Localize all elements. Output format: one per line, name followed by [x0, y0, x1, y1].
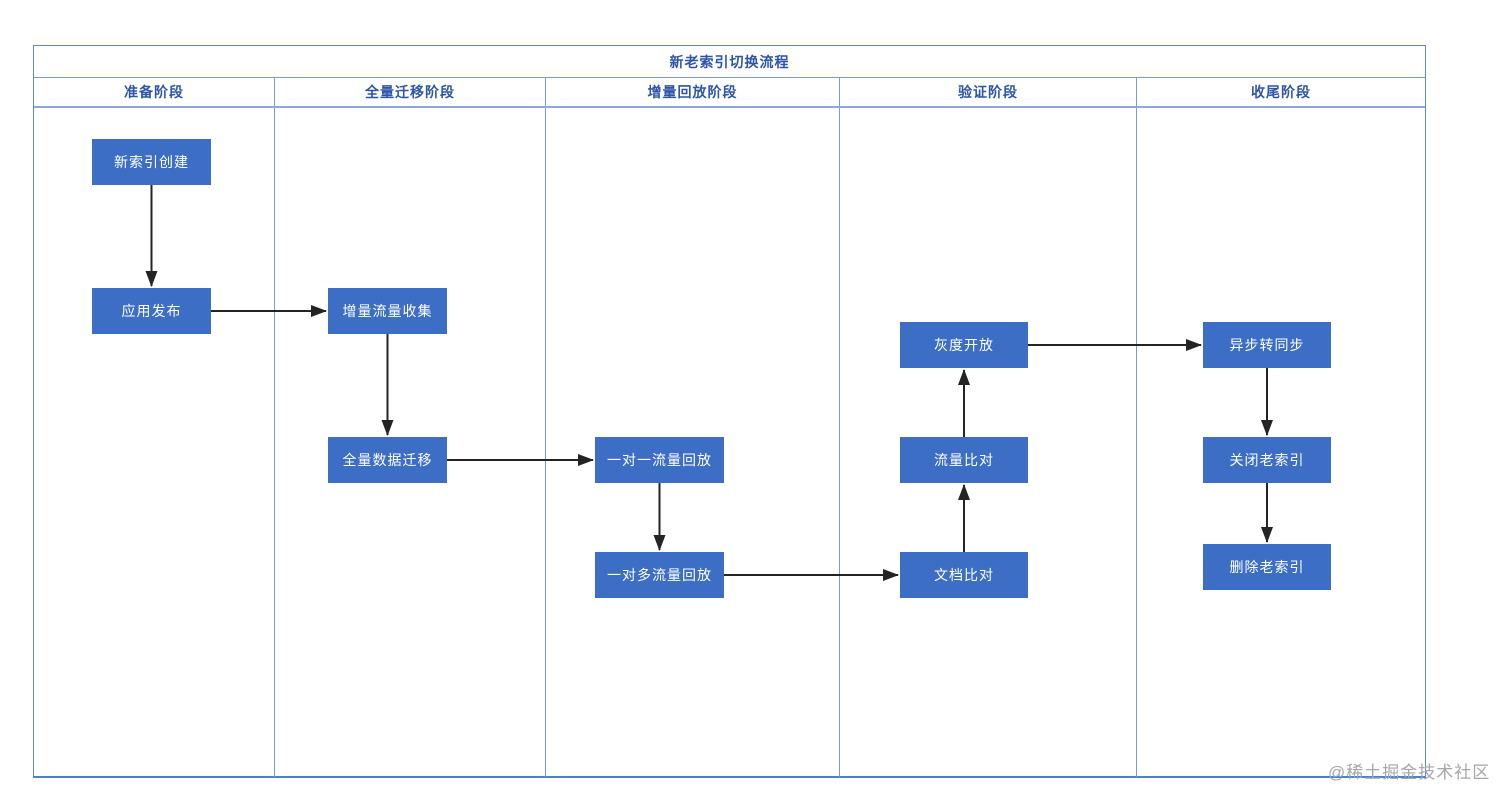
lane-separator [1136, 108, 1137, 777]
lane-header-incremental-replay: 增量回放阶段 [546, 78, 840, 106]
node-one-to-one-traffic-replay: 一对一流量回放 [595, 437, 724, 483]
lane-header-full-migration: 全量迁移阶段 [275, 78, 546, 106]
lane-separator [545, 108, 546, 777]
lane-header-wrap-up: 收尾阶段 [1251, 84, 1311, 100]
node-delete-old-index: 删除老索引 [1203, 544, 1331, 590]
lane-header-preparation: 准备阶段 [34, 78, 275, 106]
lane-body [34, 108, 1425, 777]
node-full-data-migration: 全量数据迁移 [328, 437, 447, 483]
node-incremental-traffic-collection: 增量流量收集 [328, 288, 447, 334]
lane-header-verification: 验证阶段 [840, 78, 1137, 106]
lane-separator [274, 108, 275, 777]
juejin-watermark: @稀土掘金技术社区 [1328, 763, 1491, 782]
node-document-comparison: 文档比对 [900, 552, 1028, 598]
node-close-old-index: 关闭老索引 [1203, 437, 1331, 483]
lane-separator [839, 108, 840, 777]
diagram-title: 新老索引切换流程 [34, 46, 1425, 78]
node-one-to-many-traffic-replay: 一对多流量回放 [595, 552, 724, 598]
lane-header-row: 准备阶段 全量迁移阶段 增量回放阶段 验证阶段 收尾阶段 [34, 78, 1425, 108]
node-async-to-sync: 异步转同步 [1203, 322, 1331, 368]
node-new-index-creation: 新索引创建 [92, 139, 211, 185]
node-app-release: 应用发布 [92, 288, 211, 334]
swimlane-table: 新老索引切换流程 准备阶段 全量迁移阶段 增量回放阶段 验证阶段 收尾阶段 [33, 45, 1426, 778]
node-traffic-comparison: 流量比对 [900, 437, 1028, 483]
node-gray-release: 灰度开放 [900, 322, 1028, 368]
